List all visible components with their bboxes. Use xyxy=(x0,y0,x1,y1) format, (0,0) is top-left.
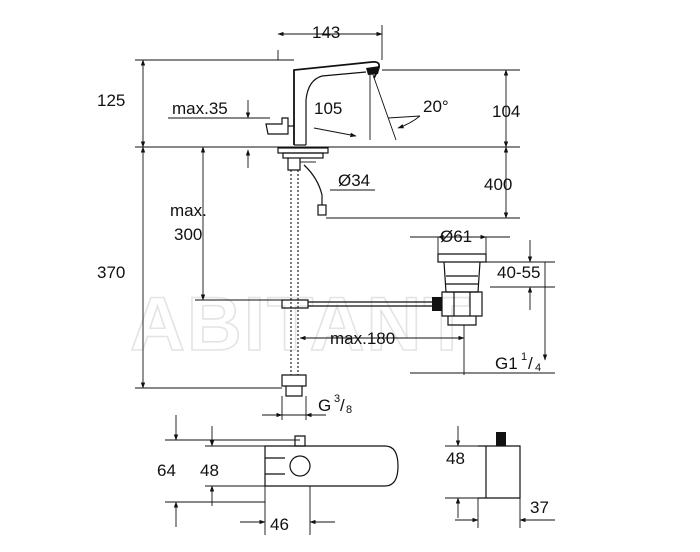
dim-g1-main: G1 xyxy=(495,354,518,373)
dim-g1-quarter: G1 1 / 4 xyxy=(495,351,541,374)
dim-125: 125 xyxy=(97,91,125,110)
dim-g38-sup: 3 xyxy=(334,393,340,405)
dim-g38-main: G xyxy=(318,396,331,415)
dim-370: 370 xyxy=(97,263,125,282)
faucet-top-view xyxy=(264,435,399,487)
dim-48-left: 48 xyxy=(200,461,219,480)
dim-g1-sub: 4 xyxy=(535,362,541,374)
dim-40-55: 40-55 xyxy=(497,263,540,282)
svg-text:/: / xyxy=(340,396,345,415)
dimension-lines xyxy=(135,25,555,535)
dim-g38-sub: 8 xyxy=(346,404,352,416)
dim-64: 64 xyxy=(157,461,176,480)
dimension-labels: 143 125 max.35 105 20° 104 Ø34 400 max. … xyxy=(97,23,549,534)
spout-profile-view xyxy=(478,432,521,499)
dim-g1-sup: 1 xyxy=(521,351,527,363)
dim-400: 400 xyxy=(484,175,512,194)
dim-max180: max.180 xyxy=(330,329,395,348)
dim-37: 37 xyxy=(530,498,549,517)
dim-20-degrees: 20° xyxy=(423,97,449,116)
svg-text:/: / xyxy=(528,354,533,373)
dim-105: 105 xyxy=(314,99,342,118)
watermark-text: ABITANT xyxy=(130,282,472,367)
dim-104: 104 xyxy=(492,102,520,121)
dim-48-right: 48 xyxy=(446,449,465,468)
dim-46: 46 xyxy=(270,515,289,534)
dim-143: 143 xyxy=(312,23,340,42)
dim-dia61: Ø61 xyxy=(440,227,472,246)
dim-max35: max.35 xyxy=(172,99,228,118)
dim-dia34: Ø34 xyxy=(338,171,370,190)
faucet-side-view xyxy=(265,61,400,397)
dim-max-label: max. xyxy=(170,201,207,220)
dim-g-three-eighths: G 3 / 8 xyxy=(318,393,352,416)
dim-300: 300 xyxy=(174,225,202,244)
